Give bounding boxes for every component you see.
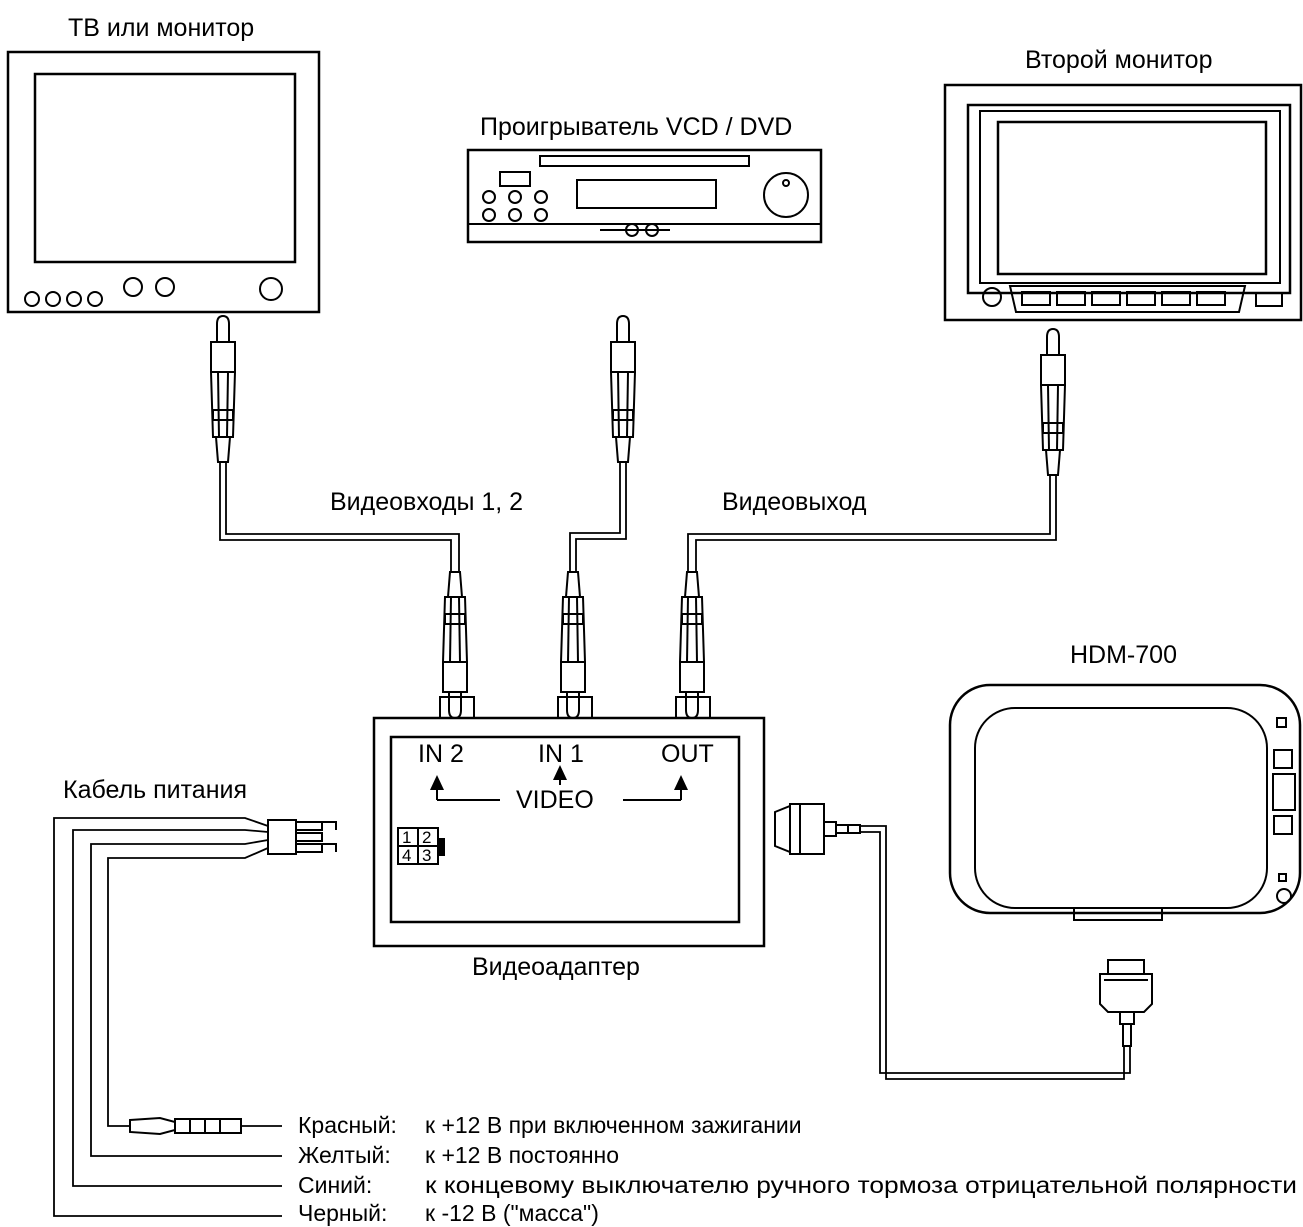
- second-monitor-label: Второй монитор: [1025, 46, 1212, 74]
- rca-plug-tv: [210, 315, 236, 463]
- pin-2: 2: [422, 828, 431, 847]
- second-monitor: [943, 83, 1303, 322]
- tv-monitor: [6, 50, 321, 314]
- video-adapter: [372, 696, 766, 948]
- power-cable-label: Кабель питания: [63, 776, 247, 804]
- power-cable: [53, 817, 337, 1217]
- output-cable-label: Видеовыход: [722, 488, 867, 516]
- wire-blue-color: Синий:: [298, 1172, 372, 1198]
- port-in2: IN 2: [418, 740, 464, 768]
- pin-1: 1: [402, 828, 411, 847]
- wire-red-desc: к +12 В при включенном зажигании: [425, 1112, 802, 1138]
- wire-red-color: Красный:: [298, 1112, 397, 1138]
- wire-yellow-color: Желтый:: [298, 1142, 391, 1168]
- adapter-label: Видеоадаптер: [472, 953, 640, 981]
- port-out: OUT: [661, 740, 714, 768]
- video-cables: [219, 462, 1057, 572]
- wire-yellow-desc: к +12 В постоянно: [425, 1142, 619, 1168]
- hdm-700-unit: [948, 683, 1302, 921]
- player-label: Проигрыватель VCD / DVD: [480, 113, 792, 141]
- pin-3: 3: [422, 846, 431, 865]
- pin-4: 4: [402, 846, 411, 865]
- wire-black-desc: к -12 В ("масса"): [425, 1200, 599, 1226]
- wire-legend: Красный: к +12 В при включенном зажигани…: [298, 1112, 1297, 1226]
- rca-plug-second-monitor: [1040, 328, 1066, 476]
- video-label: VIDEO: [516, 786, 594, 814]
- hdm-cable: [774, 803, 1153, 1080]
- hdm-label: HDM-700: [1070, 641, 1177, 669]
- dvd-player: [466, 148, 823, 244]
- tv-label: ТВ или монитор: [68, 14, 254, 42]
- inputs-cable-label: Видеовходы 1, 2: [330, 488, 523, 516]
- port-in1: IN 1: [538, 740, 584, 768]
- wire-blue-desc: к концевому выключателю ручного тормоза …: [425, 1172, 1297, 1198]
- rca-plug-player: [610, 315, 636, 463]
- wire-black-color: Черный:: [298, 1200, 387, 1226]
